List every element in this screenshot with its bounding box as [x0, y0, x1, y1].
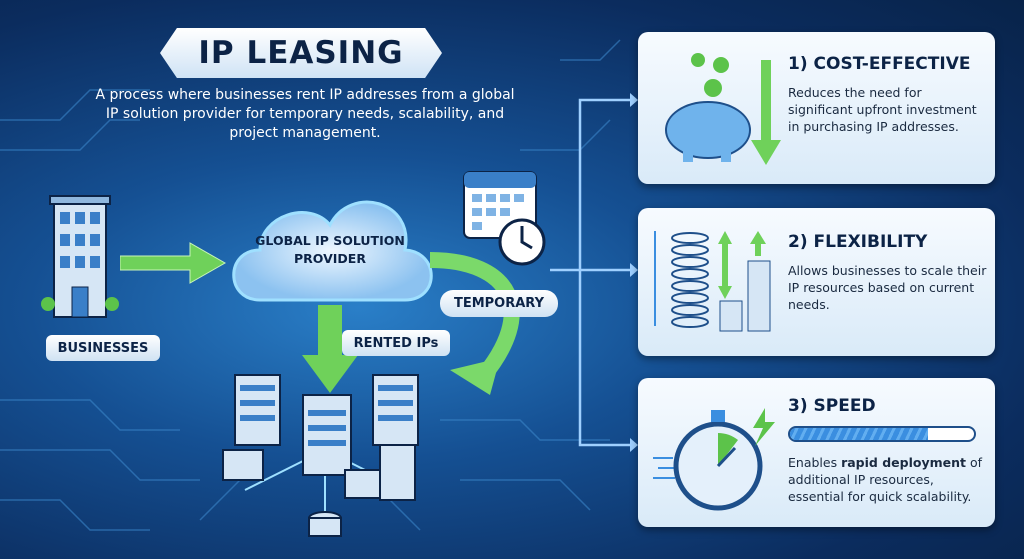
piggy-bank-icon — [665, 53, 781, 165]
server-network-icon — [222, 374, 419, 537]
calendar-clock-icon — [463, 171, 546, 266]
benefit-title: 2) FLEXIBILITY — [788, 232, 928, 252]
subtitle: A process where businesses rent IP addre… — [95, 87, 515, 141]
page-title: IP LEASING — [160, 28, 442, 78]
benefit-card-speed: 3) SPEED Enables rapid deployment of add… — [638, 378, 995, 527]
spring-scale-icon — [654, 231, 771, 332]
office-building-icon — [41, 195, 119, 318]
benefit-title: 3) SPEED — [788, 396, 876, 416]
temporary-label: TEMPORARY — [440, 290, 558, 317]
businesses-label: BUSINESSES — [46, 335, 160, 361]
rented-ips-label: RENTED IPs — [342, 330, 450, 356]
provider-label: GLOBAL IP SOLUTION PROVIDER — [255, 233, 405, 266]
benefit-card-cost-effective: 1) COST-EFFECTIVE Reduces the need for s… — [638, 32, 995, 184]
benefit-card-flexibility: 2) FLEXIBILITY Allows businesses to scal… — [638, 208, 995, 356]
branch-arrows — [550, 93, 638, 452]
speed-progress-bar — [788, 426, 976, 442]
arrow-down-icon — [302, 305, 358, 393]
benefit-title: 1) COST-EFFECTIVE — [788, 54, 971, 74]
stopwatch-icon — [653, 408, 775, 511]
benefit-text: Allows businesses to scale their IP reso… — [788, 263, 987, 312]
cloud-icon — [232, 200, 433, 302]
benefit-text: Reduces the need for significant upfront… — [788, 85, 977, 134]
benefit-text: Enables rapid deployment of additional I… — [788, 455, 983, 504]
arrow-right-icon — [120, 242, 227, 284]
progress-fill — [790, 428, 928, 440]
